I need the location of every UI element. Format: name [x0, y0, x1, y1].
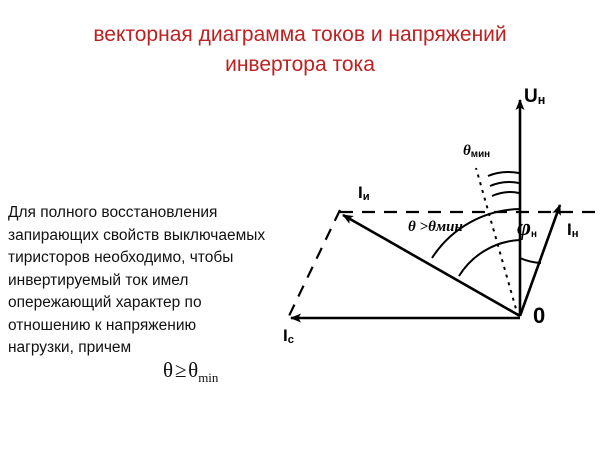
- formula-relation: ≥: [174, 358, 187, 382]
- parallelogram-dashed-side: [287, 209, 341, 319]
- angle-arc-phi-n: [519, 257, 542, 264]
- label-theta-min: θмин: [463, 143, 491, 160]
- label-origin: 0: [533, 303, 546, 328]
- label-theta-greater-than: θ >θмин: [408, 219, 463, 235]
- vector-in: [518, 204, 562, 317]
- label-ic: Iс: [283, 326, 294, 346]
- formula-theta-min-sub: min: [198, 370, 219, 386]
- body-paragraph: Для полного восстановления запирающих св…: [8, 204, 266, 356]
- theta-min-boundary-dotted: [475, 167, 519, 317]
- label-ii: Iи: [358, 183, 370, 203]
- vector-ii: [342, 213, 521, 318]
- label-un: Uн: [524, 86, 546, 107]
- label-phi-n: φн: [517, 215, 538, 241]
- page-title: векторная диаграмма токов и напряжений и…: [93, 23, 507, 76]
- theta-min-hatching: [487, 171, 520, 197]
- formula-theta-min-base: θ: [188, 358, 199, 382]
- angle-arc-theta-inner: [458, 239, 521, 277]
- angle-arc-theta: [431, 208, 521, 259]
- formula-theta: θ: [163, 358, 174, 382]
- label-in: Iн: [567, 220, 579, 240]
- inequality-formula: θ ≥ θmin: [163, 358, 218, 386]
